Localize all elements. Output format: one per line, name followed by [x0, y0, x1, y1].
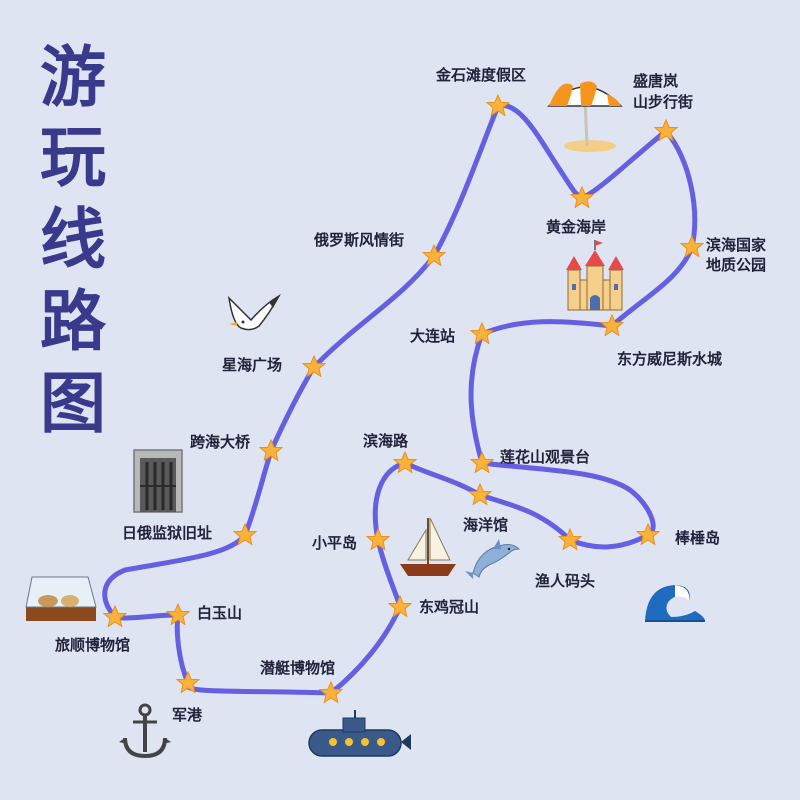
stop-label: 星海广场: [222, 356, 282, 374]
anchor-icon: [119, 703, 171, 759]
stop-label: 海洋馆: [463, 516, 508, 534]
stop-label: 白玉山: [197, 604, 242, 622]
stop-label: 小平岛: [312, 534, 357, 552]
stop-label: 棒棰岛: [675, 529, 720, 547]
title-char: 线: [40, 201, 106, 278]
stop-label: 滨海路: [363, 432, 409, 450]
stop-label: 地质公园: [706, 256, 766, 274]
stop-label: 渔人码头: [535, 572, 595, 590]
umbrella-icon: [547, 81, 623, 152]
stop-label: 军港: [172, 706, 203, 724]
stop-labels: 金石滩度假区 盛唐岚 山步行街 黄金海岸 滨海国家 地质公园 俄罗斯风情街 东方…: [55, 66, 766, 724]
stop-label: 潜艇博物馆: [260, 659, 335, 677]
stop-label: 东方威尼斯水城: [617, 350, 722, 368]
stop-markers: [103, 94, 704, 703]
museum-case-icon: [25, 576, 97, 621]
stop-star[interactable]: [388, 595, 412, 617]
stop-label: 滨海国家: [706, 236, 766, 254]
stop-label: 俄罗斯风情街: [313, 231, 404, 249]
stop-star[interactable]: [393, 451, 417, 473]
title-char: 玩: [40, 119, 106, 196]
wave-icon: [645, 585, 705, 622]
stop-label: 山步行街: [633, 93, 693, 111]
dolphin-icon: [465, 539, 521, 579]
seagull-icon: [227, 294, 281, 331]
title-char: 路: [40, 283, 107, 360]
castle-icon: [566, 240, 624, 311]
stop-label: 旅顺博物馆: [55, 636, 130, 654]
route-branch: [328, 460, 408, 696]
title-char: 游: [40, 39, 106, 116]
stop-label: 金石滩度假区: [435, 66, 526, 84]
stop-label: 盛唐岚: [633, 72, 678, 90]
route-lines: [102, 102, 698, 696]
title-char: 图: [40, 365, 106, 442]
stop-star[interactable]: [470, 451, 494, 473]
sailboat-icon: [400, 517, 456, 576]
stop-label: 黄金海岸: [546, 218, 606, 236]
stop-star[interactable]: [468, 483, 492, 505]
stop-label: 跨海大桥: [190, 433, 251, 451]
submarine-icon: [308, 710, 411, 757]
stop-label: 大连站: [410, 327, 455, 345]
stop-label: 莲花山观景台: [500, 448, 590, 466]
prison-door-icon: [133, 449, 183, 513]
route-main: [102, 102, 698, 696]
stop-label: 日俄监狱旧址: [122, 524, 212, 542]
page-title: 游 玩 线 路 图: [40, 39, 107, 442]
stop-label: 东鸡冠山: [419, 598, 479, 616]
